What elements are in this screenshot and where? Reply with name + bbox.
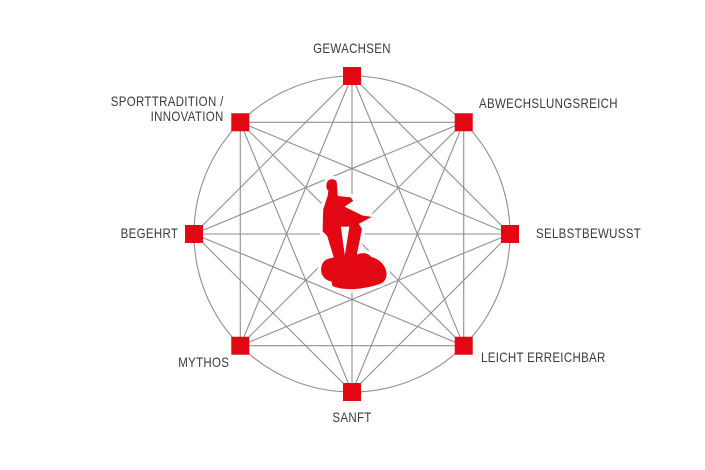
node-label-gewachsen: GEWACHSEN (313, 41, 391, 56)
connection-line (193, 233, 353, 393)
label-line: MYTHOS (177, 354, 229, 370)
label-line: SANFT (332, 409, 372, 425)
connection-line (239, 75, 353, 346)
label-line: ABWECHSLUNGSREICH (479, 95, 618, 111)
diagram-nodes (185, 67, 519, 401)
connection-line (239, 122, 353, 393)
label-line: SPORTTRADITION / (111, 93, 224, 109)
node-label-selbstbewusst: SELBSTBEWUSST (536, 226, 641, 241)
connection-line (351, 122, 465, 393)
diagram-node-sporttradition-innovation (231, 113, 250, 132)
label-line: LEICHT ERREICHBAR (481, 349, 606, 365)
kitzbuehel-gams-logo (317, 175, 391, 293)
label-line: GEWACHSEN (313, 40, 391, 56)
label-line: BEGEHRT (120, 225, 178, 241)
connection-line (193, 233, 464, 347)
connection-line (240, 233, 511, 347)
diagram-node-sanft (343, 383, 361, 401)
diagram-node-leicht-erreichbar (454, 336, 473, 355)
diagram-node-abwechslungsreich (454, 113, 473, 132)
diagram-node-selbstbewusst (501, 225, 519, 243)
node-label-sanft: SANFT (332, 410, 371, 425)
node-label-begehrt: BEGEHRT (120, 226, 178, 241)
connection-line (240, 121, 511, 235)
gams-silhouette (317, 175, 391, 293)
node-label-sporttradition-innovation: SPORTTRADITION / INNOVATION (111, 94, 224, 124)
diagram-node-mythos (231, 336, 250, 355)
node-label-mythos: MYTHOS (178, 355, 229, 370)
connection-line (351, 75, 465, 346)
diagram-node-begehrt (185, 225, 203, 243)
diagram-node-gewachsen (343, 67, 361, 85)
node-label-abwechslungsreich: ABWECHSLUNGSREICH (479, 96, 618, 111)
label-line: INNOVATION (150, 108, 224, 124)
node-label-leicht-erreichbar: LEICHT ERREICHBAR (481, 350, 606, 365)
gams-leg-notch (340, 226, 350, 256)
label-line: SELBSTBEWUSST (536, 225, 642, 241)
